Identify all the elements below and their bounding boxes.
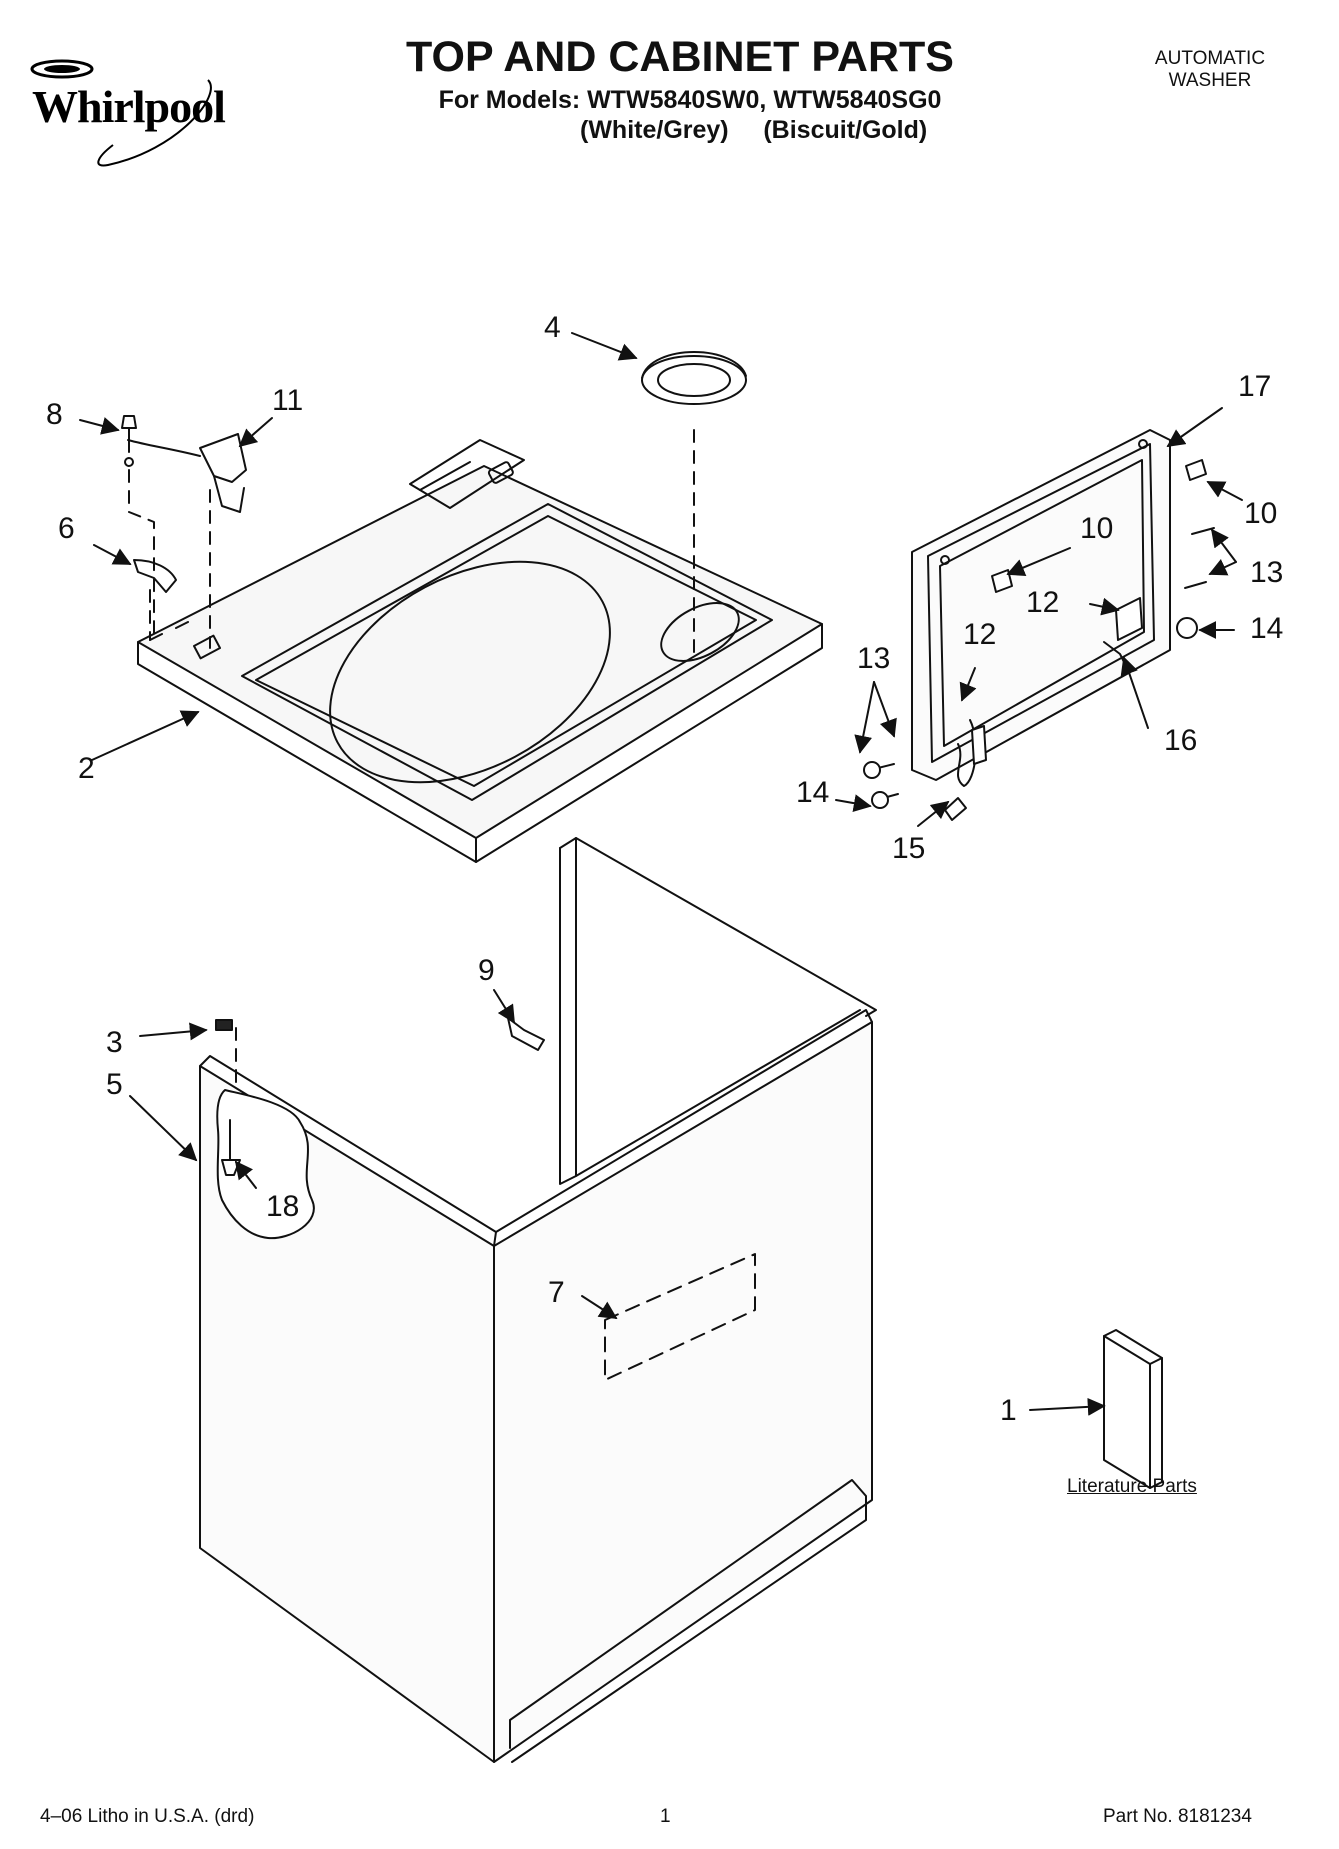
callout-2: 2 — [78, 752, 95, 785]
callout-5: 5 — [106, 1068, 123, 1101]
callout-16: 16 — [1164, 724, 1198, 757]
callout-14-left: 14 — [796, 776, 830, 809]
brand-name: Whirlpool — [32, 81, 226, 132]
callout-8: 8 — [46, 398, 63, 431]
footer-page-number: 1 — [660, 1806, 671, 1827]
screw-8-part — [121, 415, 137, 467]
product-type: AUTOMATIC WASHER — [1120, 48, 1300, 92]
models-line: For Models: WTW5840SW0, WTW5840SG0 — [438, 86, 942, 114]
logo-swirl-icon — [30, 59, 212, 167]
callout-6: 6 — [58, 512, 75, 545]
callout-15: 15 — [892, 832, 926, 865]
clip-6-part — [133, 559, 177, 593]
callout-12-left: 12 — [963, 618, 997, 651]
literature-part — [1103, 1329, 1163, 1489]
callout-4: 4 — [544, 311, 561, 344]
footer-part-number: Part No. 8181234 — [1103, 1806, 1252, 1827]
product-type-line1: AUTOMATIC — [1154, 48, 1266, 69]
product-type-line2: WASHER — [1168, 70, 1252, 91]
leader-arrows — [79, 332, 1243, 1416]
cabinet-part — [199, 837, 877, 1763]
whirlpool-logo: Whirlpool — [18, 40, 258, 180]
callout-3: 3 — [106, 1026, 123, 1059]
colors-line: (White/Grey) (Biscuit/Gold) — [580, 116, 928, 144]
footer-litho: 4–06 Litho in U.S.A. (drd) — [40, 1806, 255, 1827]
callout-11: 11 — [272, 384, 304, 417]
callout-14-right: 14 — [1250, 612, 1284, 645]
literature-parts-label: Literature Parts — [1067, 1476, 1197, 1497]
callout-12-right: 12 — [1026, 586, 1060, 619]
callout-18: 18 — [266, 1190, 300, 1223]
callout-10-left: 10 — [1080, 512, 1114, 545]
callout-10-right: 10 — [1244, 497, 1278, 530]
callout-17: 17 — [1238, 370, 1272, 403]
assembly-lines — [128, 429, 695, 1087]
callout-13-right: 13 — [1250, 556, 1284, 589]
page-title: TOP AND CABINET PARTS — [406, 33, 954, 81]
bleach-dispenser-part — [641, 351, 747, 405]
callout-7: 7 — [548, 1276, 565, 1309]
callout-1: 1 — [1000, 1394, 1017, 1427]
washer-top-part — [137, 439, 823, 863]
callout-9: 9 — [478, 954, 495, 987]
lid-switch-part — [127, 433, 247, 513]
screw-9-part — [507, 1017, 545, 1051]
callout-13-left: 13 — [857, 642, 891, 675]
hinge-parts — [863, 459, 1215, 821]
lid-part — [911, 429, 1171, 787]
